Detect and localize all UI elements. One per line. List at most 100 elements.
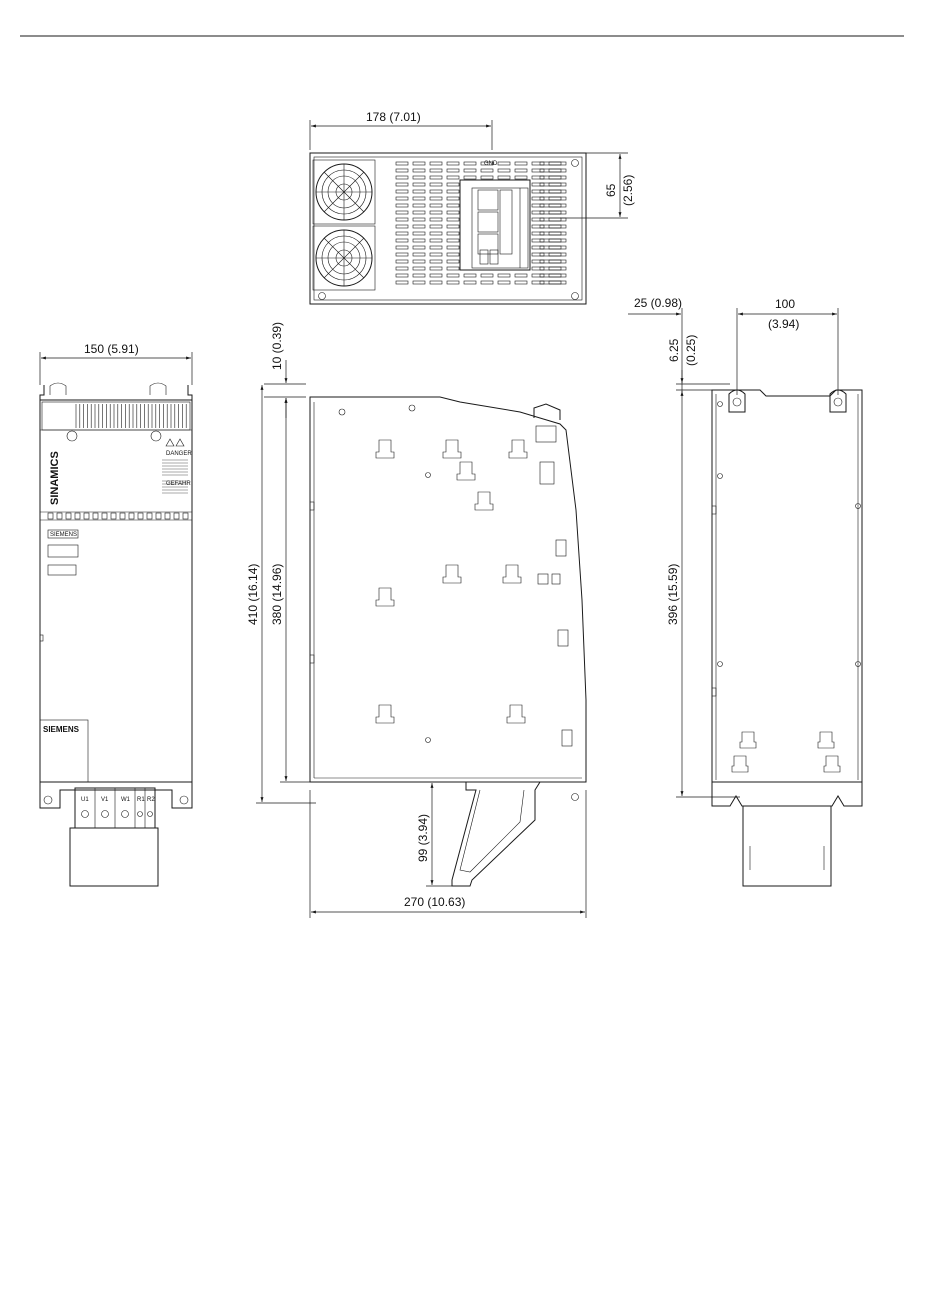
clip-cutout xyxy=(376,588,394,606)
vent-slot xyxy=(430,204,442,207)
dim-label: 65 xyxy=(604,183,618,197)
dim-back-height: 396 (15.59) xyxy=(666,391,740,797)
vent-slot xyxy=(396,169,408,172)
dim-label: 99 (3.94) xyxy=(416,814,430,862)
vent-slot xyxy=(532,197,544,200)
vent-slot xyxy=(549,253,561,256)
vent-slot xyxy=(413,190,425,193)
vent-slot xyxy=(111,513,116,519)
vent-slot xyxy=(532,176,544,179)
terminal-labels: U1V1W1R1R2 xyxy=(81,797,155,803)
dim-label: (0.25) xyxy=(684,335,698,366)
vent-slot xyxy=(66,513,71,519)
vent-slot xyxy=(396,246,408,249)
vent-slot xyxy=(138,513,143,519)
terminal-block xyxy=(460,180,530,270)
vent-slot xyxy=(396,183,408,186)
vent-slot xyxy=(447,253,459,256)
vent-slot xyxy=(396,190,408,193)
vent-slot xyxy=(447,267,459,270)
dim-label: 6.25 xyxy=(667,338,681,362)
vent-slot xyxy=(413,232,425,235)
vent-slot xyxy=(464,176,476,179)
vent-slot xyxy=(447,232,459,235)
vent-slot xyxy=(532,232,544,235)
vent-slot xyxy=(481,281,493,284)
terminal-label: R2 xyxy=(147,797,155,803)
clip-cutout xyxy=(376,705,394,723)
vent-slot xyxy=(396,176,408,179)
back-view xyxy=(712,390,862,886)
vent-slot xyxy=(532,225,544,228)
vent-slot xyxy=(430,225,442,228)
vent-slot xyxy=(447,225,459,228)
vent-slot xyxy=(515,281,527,284)
vent-slot xyxy=(549,274,561,277)
dim-label: 25 (0.98) xyxy=(634,296,682,310)
dim-label: 10 (0.39) xyxy=(270,322,284,370)
dim-label: 410 (16.14) xyxy=(246,564,260,625)
vent-slot xyxy=(396,218,408,221)
warning-text-lines xyxy=(162,460,188,493)
vent-slot xyxy=(549,225,561,228)
vent-slot xyxy=(430,162,442,165)
vent-slot xyxy=(464,162,476,165)
dim-label: (2.56) xyxy=(621,175,635,206)
vent-slot xyxy=(447,190,459,193)
vent-slot xyxy=(413,281,425,284)
vent-slot xyxy=(430,260,442,263)
vent-slot xyxy=(396,281,408,284)
vent-slot xyxy=(413,197,425,200)
vent-slot xyxy=(532,190,544,193)
vent-slot xyxy=(413,267,425,270)
vent-slot xyxy=(532,260,544,263)
vent-slot xyxy=(48,513,53,519)
vent-slot xyxy=(396,211,408,214)
vent-slot xyxy=(447,204,459,207)
dim-back-top-offset: 6.25 (0.25) xyxy=(667,335,730,390)
vent-slot xyxy=(532,267,544,270)
vent-slot xyxy=(430,211,442,214)
vent-slot xyxy=(93,513,98,519)
vent-slot xyxy=(430,169,442,172)
vent-slot xyxy=(396,260,408,263)
vent-slot xyxy=(430,253,442,256)
vent-slot xyxy=(515,274,527,277)
vent-grid xyxy=(48,404,188,519)
vent-slot xyxy=(430,218,442,221)
vent-slot xyxy=(549,190,561,193)
vent-slot xyxy=(532,281,544,284)
vent-slot xyxy=(549,232,561,235)
clip-cutout xyxy=(503,565,521,583)
vent-slot xyxy=(549,197,561,200)
dim-label: 396 (15.59) xyxy=(666,564,680,625)
vent-slot xyxy=(396,225,408,228)
vent-slot xyxy=(447,281,459,284)
vent-slot xyxy=(413,218,425,221)
vent-slot xyxy=(430,197,442,200)
vent-slot xyxy=(413,211,425,214)
dim-back-offset: 25 (0.98) xyxy=(628,296,737,395)
vent-slot xyxy=(147,513,152,519)
vent-slot xyxy=(447,239,459,242)
vent-slot xyxy=(464,274,476,277)
vent-slot xyxy=(430,232,442,235)
vent-slot xyxy=(549,204,561,207)
vent-slot xyxy=(532,183,544,186)
vent-slot xyxy=(413,162,425,165)
vent-slot xyxy=(515,162,527,165)
vent-slot xyxy=(549,169,561,172)
clip-cutout xyxy=(732,756,748,772)
fan-icon xyxy=(313,160,375,224)
vent-slot xyxy=(532,211,544,214)
vent-slot xyxy=(532,169,544,172)
vent-slot xyxy=(396,232,408,235)
vent-slot xyxy=(396,162,408,165)
clip-cutout xyxy=(443,440,461,458)
vent-slot xyxy=(532,253,544,256)
danger-label: DANGER xyxy=(166,451,192,457)
brand-sinamics: SINAMICS xyxy=(49,451,61,505)
vent-slot xyxy=(84,513,89,519)
vent-slot xyxy=(430,239,442,242)
vent-slot xyxy=(396,197,408,200)
